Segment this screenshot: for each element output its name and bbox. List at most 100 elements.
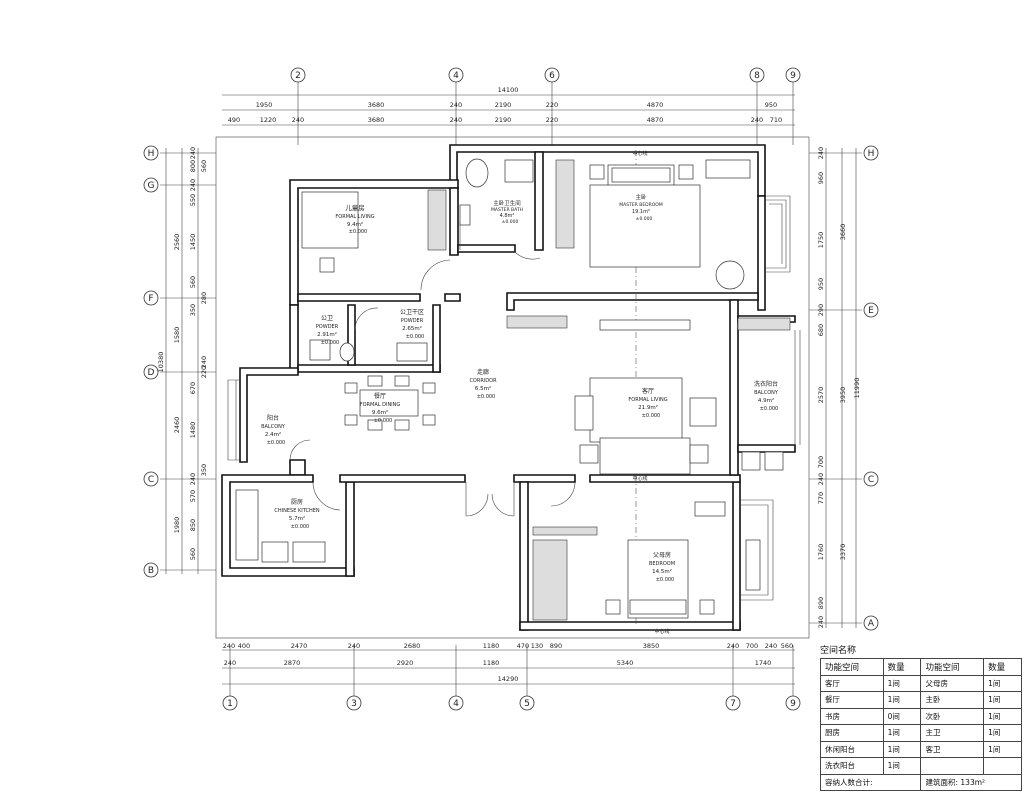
dim-top-r2-4: 3680	[368, 116, 385, 124]
kitchen-cn: 厨房	[291, 498, 303, 506]
room-powder-dry: 公卫干区 POWDER 2.65m² ±0.000	[400, 309, 424, 340]
laundry-elev: ±0.000	[760, 406, 779, 412]
balcony-cn: 阳台	[267, 414, 279, 422]
dim-left-r2-15: 240	[189, 473, 197, 485]
dim-top-r1-6: 4870	[647, 101, 664, 109]
axis-top-5: 9	[790, 71, 796, 81]
legend-header-cell: 数量	[882, 658, 922, 676]
dim-right-r2-3: 3370	[839, 544, 847, 561]
powder-elev: ±0.000	[321, 340, 340, 346]
axis-bottom-5: 7	[730, 699, 736, 709]
axis-left-6: B	[148, 566, 154, 576]
master-bedroom-en: MASTER BEDROOM	[619, 202, 663, 208]
dim-bot-r1-9: 890	[550, 642, 562, 650]
dim-bot-r2-1: 240	[224, 659, 236, 667]
axis-left-5: C	[148, 475, 154, 485]
dim-top-r1-4: 2190	[495, 101, 512, 109]
kids-bedroom-area: 9.4m²	[347, 221, 363, 228]
room-balcony: 阳台 BALCONY 2.4m² ±0.000	[261, 414, 286, 446]
balcony-elev: ±0.000	[267, 440, 286, 446]
dining-area: 9.6m²	[372, 409, 388, 416]
legend-cell: 主卫	[920, 724, 985, 742]
powder-dry-area: 2.65m²	[402, 325, 422, 332]
legend-cell: 客厅	[820, 674, 884, 692]
dim-right-r3-5: 290	[817, 304, 825, 316]
legend-area-label: 建筑面积:	[925, 777, 959, 787]
dim-bot-r1-3: 2470	[291, 642, 308, 650]
dim-right-r3-1: 240	[817, 147, 825, 159]
legend-header-row: 功能空间 数量 功能空间 数量	[820, 658, 1022, 676]
dim-bot-r1-8: 130	[531, 642, 543, 650]
legend-header-cell: 数量	[983, 658, 1022, 676]
furniture	[235, 158, 784, 621]
kids-bedroom-elev: ±0.000	[349, 229, 368, 235]
legend-cell: 次卧	[920, 707, 985, 725]
dim-top-r2-9: 240	[751, 116, 763, 124]
legend-cell: 洗衣阳台	[820, 757, 884, 775]
legend-row: 厨房 1间 主卫 1间	[820, 724, 1022, 742]
axis-bottom-1: 1	[227, 699, 233, 709]
legend-cell: 1间	[983, 724, 1022, 742]
kids-bedroom-cn: 儿童房	[345, 203, 365, 212]
dim-right-r3-13: 240	[817, 616, 825, 628]
axis-top-1: 2	[295, 71, 301, 81]
dim-left-r1-4: 1980	[173, 517, 181, 534]
room-parents-bedroom: 父母房 BEDROOM 14.5m² ±0.000	[649, 551, 675, 583]
legend-title: 空间名称	[820, 646, 857, 656]
legend-cell	[920, 757, 985, 775]
dim-bot-r1-4: 240	[348, 642, 360, 650]
legend-cell: 1间	[882, 674, 922, 692]
dim-left-r2-7: 560	[189, 276, 197, 288]
legend-cell: 书房	[820, 707, 884, 725]
parents-bedroom-elev: ±0.000	[656, 577, 675, 583]
room-kitchen: 厨房 CHINESE KITCHEN 5.7m² ±0.000	[274, 498, 319, 530]
powder-dry-elev: ±0.000	[406, 334, 425, 340]
kitchen-en: CHINESE KITCHEN	[274, 508, 319, 514]
dim-right-r3-10: 770	[817, 492, 825, 504]
living-elev: ±0.000	[642, 413, 661, 419]
legend-footer-left: 容纳人数合计:	[819, 773, 922, 791]
room-corridor: 走廊 CORRIDOR 6.5m² ±0.000	[469, 368, 497, 400]
dim-left-r1-1: 2560	[173, 234, 181, 251]
balcony-area: 2.4m²	[265, 431, 281, 438]
corridor-cn: 走廊	[477, 368, 489, 376]
dim-left-r2-3: 240	[189, 179, 197, 191]
legend-cell: 父母房	[920, 674, 985, 692]
laundry-area: 4.9m²	[758, 397, 774, 404]
grid-axis-bubbles: 2 4 6 8 9 1 3 4 5 7 9 H G F D C B H E C …	[143, 67, 879, 711]
axis-left-2: G	[148, 181, 155, 191]
dim-bot-r1-7: 470	[517, 642, 529, 650]
dim-top-total: 14100	[498, 86, 519, 94]
legend-row: 休闲阳台 1间 客卫 1间	[820, 740, 1022, 758]
parents-bedroom-area: 14.5m²	[652, 568, 672, 575]
dim-left-r2-12: 220	[200, 366, 208, 378]
legend-cell: 1间	[983, 674, 1022, 692]
legend-footer-row: 容纳人数合计: 建筑面积: 133m²	[819, 773, 1022, 791]
dim-top-r2-1: 490	[228, 116, 240, 124]
dim-left-r2-9: 350	[189, 304, 197, 316]
dim-top-r2-7: 220	[546, 116, 558, 124]
dim-bot-r1-1: 240	[223, 642, 235, 650]
legend-row: 客厅 1间 父母房 1间	[820, 674, 1022, 692]
dim-right-r3-6: 680	[817, 324, 825, 336]
room-laundry: 洗衣阳台 BALCONY 4.9m² ±0.000	[754, 380, 779, 412]
dim-bot-r1-6: 1180	[483, 642, 500, 650]
dim-left-r1-3: 2460	[173, 417, 181, 434]
legend-cell: 厨房	[820, 724, 884, 742]
dim-right-r2-2: 3950	[839, 387, 847, 404]
center-line-label-top: 中心线	[632, 150, 647, 157]
dim-top-r2-2: 1220	[260, 116, 277, 124]
legend-header-cell: 功能空间	[920, 658, 985, 676]
master-bedroom-area: 19.1m²	[632, 209, 650, 215]
axis-right-3: C	[868, 475, 874, 485]
axis-left-4: D	[148, 368, 155, 378]
center-line-label-bottom: 中心线	[654, 628, 669, 635]
axis-top-3: 6	[549, 71, 555, 81]
powder-dry-cn: 公卫干区	[400, 309, 424, 316]
living-area: 21.9m²	[638, 404, 658, 411]
dim-left-r2-10: 240	[200, 356, 208, 368]
axis-bottom-3: 4	[453, 699, 459, 709]
axis-bottom-2: 3	[351, 699, 357, 709]
legend-footer-right: 建筑面积: 133m²	[920, 773, 1022, 791]
